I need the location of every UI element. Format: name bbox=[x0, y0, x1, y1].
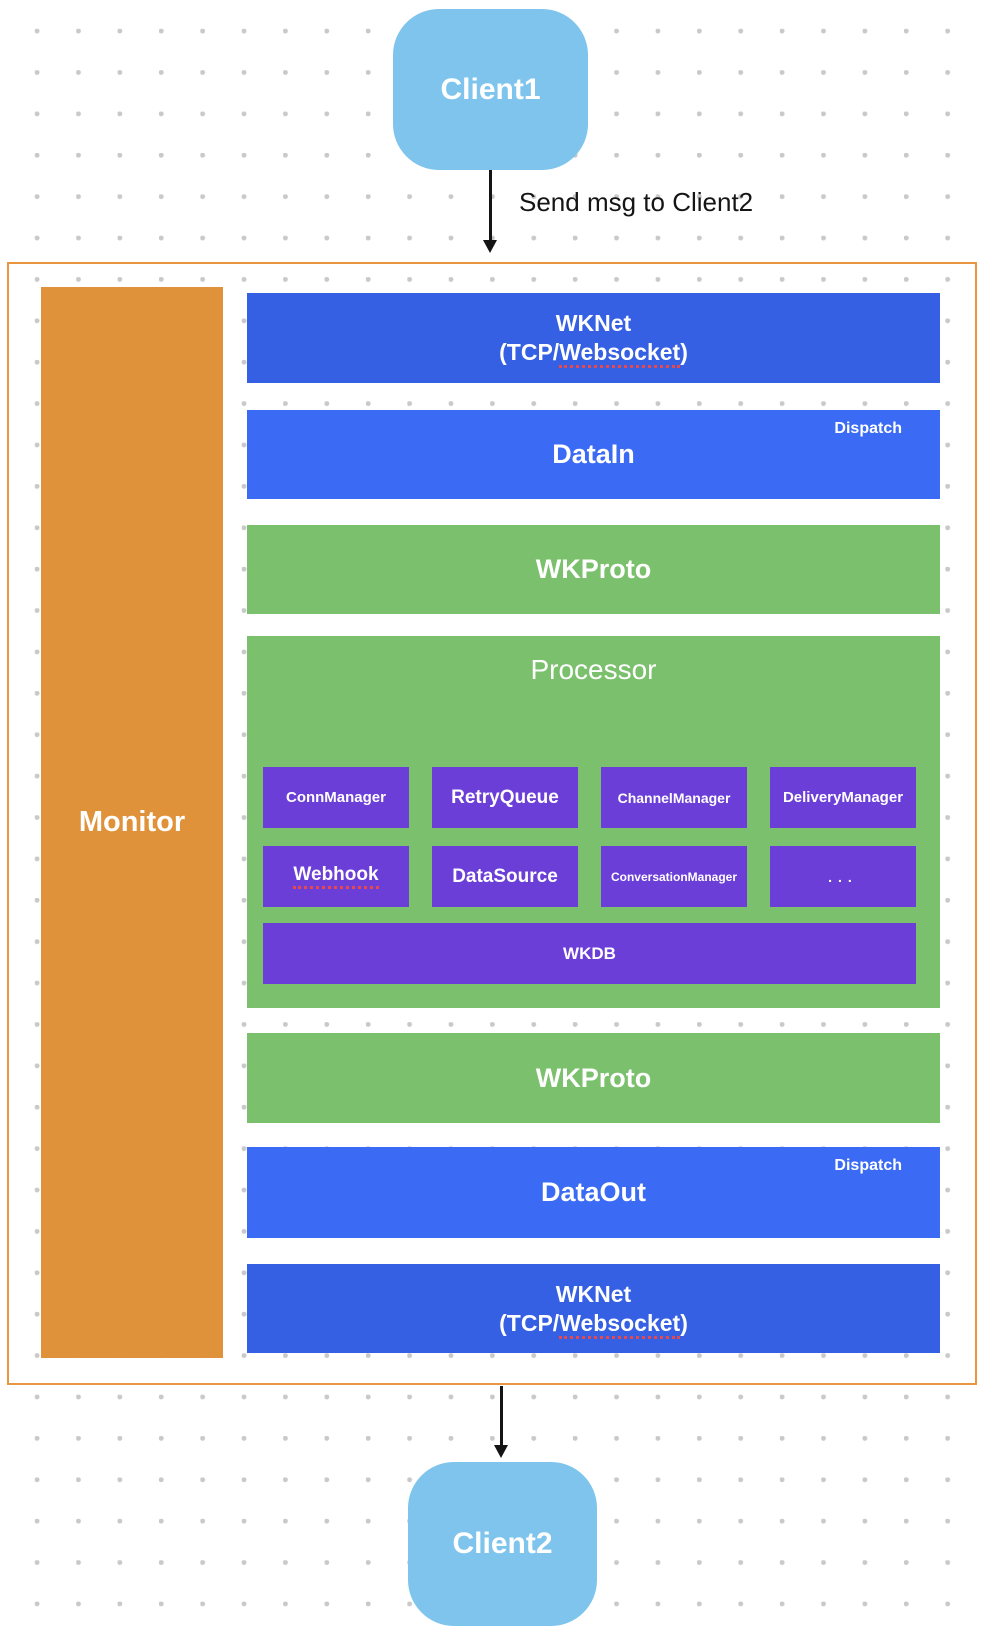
arrow-shaft bbox=[500, 1386, 503, 1446]
arrow-head-icon bbox=[483, 240, 497, 253]
datain-label: DataIn bbox=[552, 439, 635, 469]
wkproto-in-label: WKProto bbox=[535, 554, 652, 584]
monitor-label: Monitor bbox=[78, 806, 186, 838]
module-retryqueue[interactable]: RetryQueue bbox=[432, 767, 578, 828]
wkproto-in-node[interactable]: WKProto bbox=[247, 525, 940, 614]
arrow-head-icon bbox=[494, 1445, 508, 1458]
module-webhook[interactable]: Webhook bbox=[263, 846, 409, 907]
module-ellipsis[interactable]: ... bbox=[770, 846, 916, 907]
wknet-in-node[interactable]: WKNet (TCP/Websocket) bbox=[247, 293, 940, 383]
wkproto-out-label: WKProto bbox=[535, 1062, 652, 1093]
arrow-client1-to-system[interactable] bbox=[476, 170, 506, 253]
dataout-dispatch-badge: Dispatch bbox=[834, 1157, 902, 1174]
edge-label: Send msg to Client2 bbox=[519, 187, 754, 217]
dataout-label: DataOut bbox=[540, 1177, 646, 1207]
websocket-spellcheck-underline: Websocket bbox=[559, 339, 681, 368]
module-conversationmanager[interactable]: ConversationManager bbox=[601, 846, 747, 907]
module-channelmanager[interactable]: ChannelManager bbox=[601, 767, 747, 828]
dataout-node[interactable]: Dispatch DataOut bbox=[247, 1147, 940, 1238]
client1-node[interactable]: Client1 bbox=[393, 9, 588, 170]
processor-node[interactable]: Processor ConnManager RetryQueue Channel… bbox=[247, 636, 940, 1008]
client2-label: Client2 bbox=[452, 1527, 553, 1560]
wknet-in-label: WKNet (TCP/Websocket) bbox=[499, 309, 688, 368]
arrow-system-to-client2[interactable] bbox=[487, 1386, 517, 1458]
module-deliverymanager[interactable]: DeliveryManager bbox=[770, 767, 916, 828]
datain-node[interactable]: Dispatch DataIn bbox=[247, 410, 940, 499]
datain-dispatch-badge: Dispatch bbox=[834, 420, 902, 437]
module-datasource[interactable]: DataSource bbox=[432, 846, 578, 907]
wknet-out-node[interactable]: WKNet (TCP/Websocket) bbox=[247, 1264, 940, 1353]
wknet-out-label: WKNet (TCP/Websocket) bbox=[499, 1280, 688, 1339]
monitor-node[interactable]: Monitor bbox=[41, 287, 223, 1358]
websocket-spellcheck-underline-2: Websocket bbox=[559, 1309, 681, 1339]
arrow-shaft bbox=[489, 170, 492, 241]
client2-node[interactable]: Client2 bbox=[408, 1462, 597, 1626]
system-container[interactable] bbox=[7, 262, 977, 1385]
processor-label: Processor bbox=[530, 654, 657, 685]
client1-label: Client1 bbox=[440, 72, 541, 106]
wkproto-out-node[interactable]: WKProto bbox=[247, 1033, 940, 1123]
module-wkdb[interactable]: WKDB bbox=[263, 923, 916, 984]
module-connmanager[interactable]: ConnManager bbox=[263, 767, 409, 828]
webhook-spellcheck-underline: Webhook bbox=[293, 864, 379, 889]
